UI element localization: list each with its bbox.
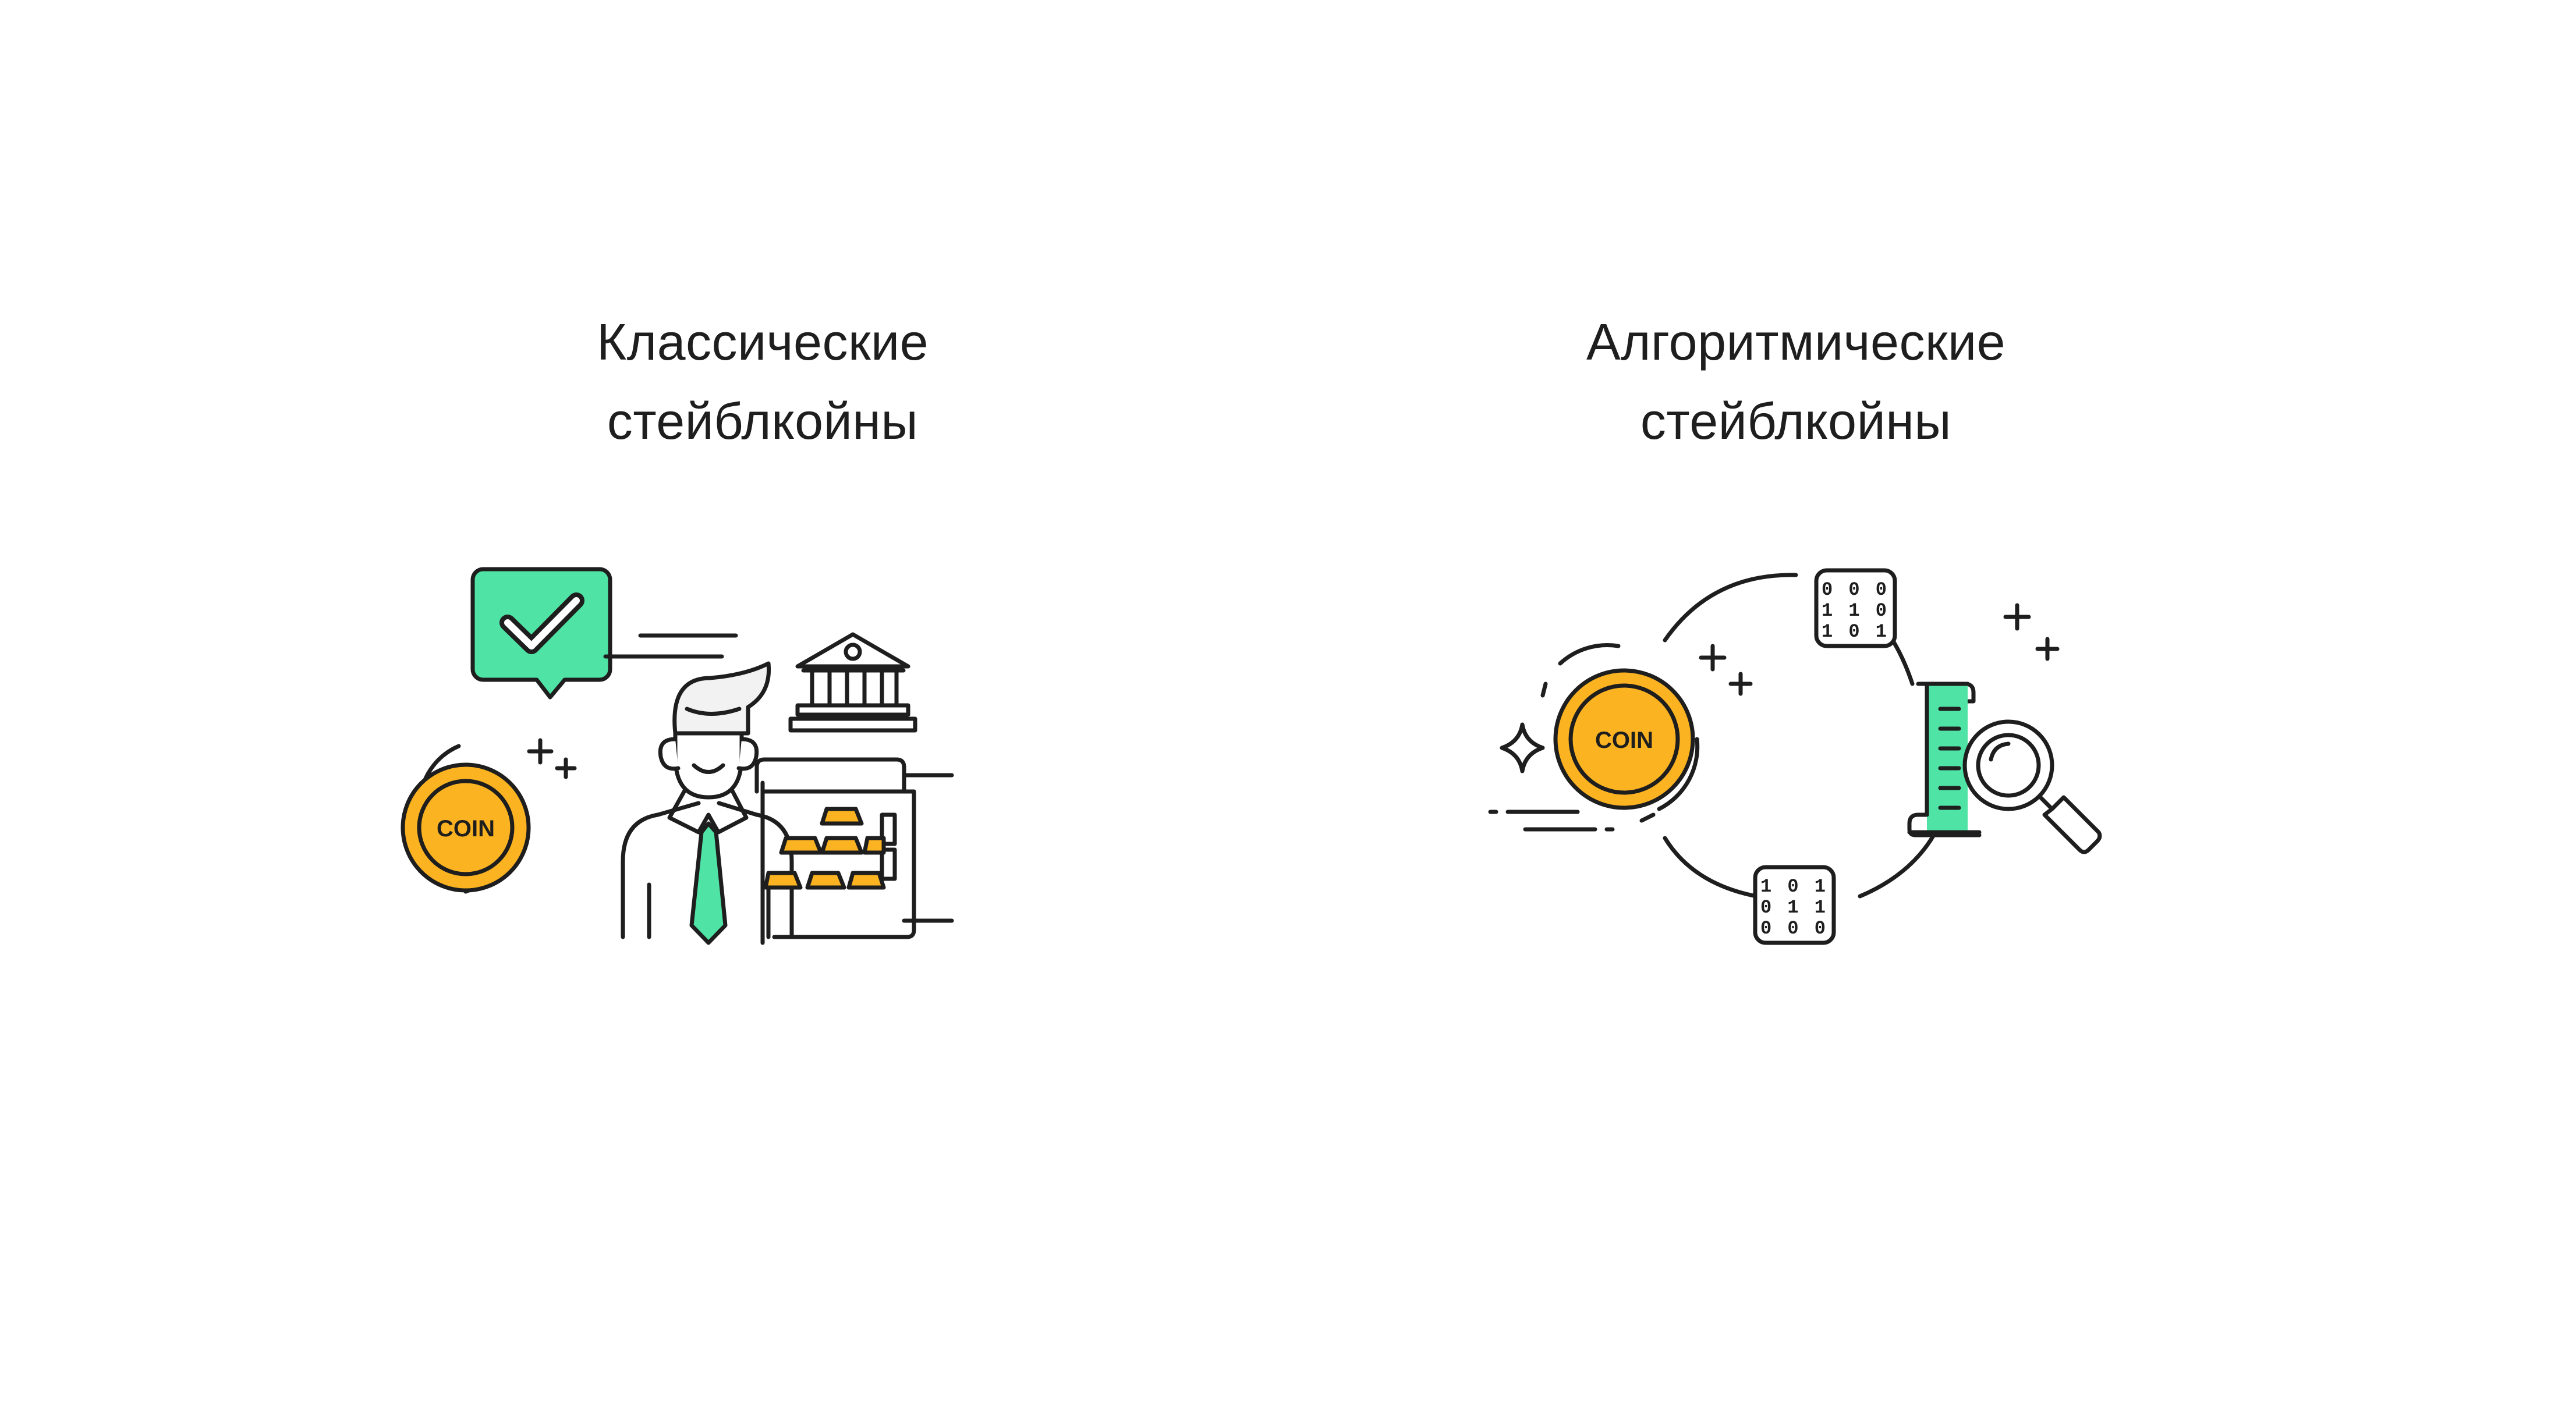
binary-row-3: 0 0 0	[1760, 918, 1828, 939]
classic-stablecoin-illustration: COIN	[401, 567, 954, 945]
binary-row-2: 0 1 1	[1760, 897, 1828, 918]
panel-title-algorithmic: Алгоритмические стейблкойны	[1388, 303, 2203, 461]
speed-lines	[603, 633, 738, 659]
gold-safe-icon	[754, 757, 954, 945]
businessman-icon	[621, 661, 794, 945]
document-search-icon	[1907, 603, 2102, 854]
binary-chip-icon: 0 0 0 1 1 0 1 0 1	[1814, 568, 1897, 648]
algorithmic-stablecoin-illustration: 0 0 0 1 1 0 1 0 1 1 0 1 0 1 1 0 0 0 COIN	[1488, 568, 2102, 945]
binary-row-2: 1 1 0	[1822, 600, 1889, 622]
binary-row-3: 1 0 1	[1822, 621, 1889, 643]
check-message-icon	[470, 567, 612, 700]
title-line-2: стейблкойны	[607, 392, 919, 450]
coin-label: COIN	[437, 816, 495, 842]
binary-row-1: 1 0 1	[1760, 876, 1828, 897]
cycle-icon	[1663, 573, 1941, 901]
coin-icon: COIN	[401, 738, 577, 894]
title-line-2: стейблкойны	[1640, 392, 1952, 450]
coin-label: COIN	[1595, 727, 1653, 753]
bank-icon	[788, 632, 917, 733]
sparkle-icon	[1500, 722, 1545, 773]
binary-row-1: 0 0 0	[1822, 579, 1889, 601]
title-line-1: Алгоритмические	[1586, 313, 2006, 371]
panel-title-classic: Классические стейблкойны	[355, 303, 1170, 461]
binary-chip-icon: 1 0 1 0 1 1 0 0 0	[1753, 865, 1836, 945]
speed-lines	[1488, 810, 1615, 832]
title-line-1: Классические	[596, 313, 929, 371]
coin-icon: COIN	[1540, 643, 1753, 823]
